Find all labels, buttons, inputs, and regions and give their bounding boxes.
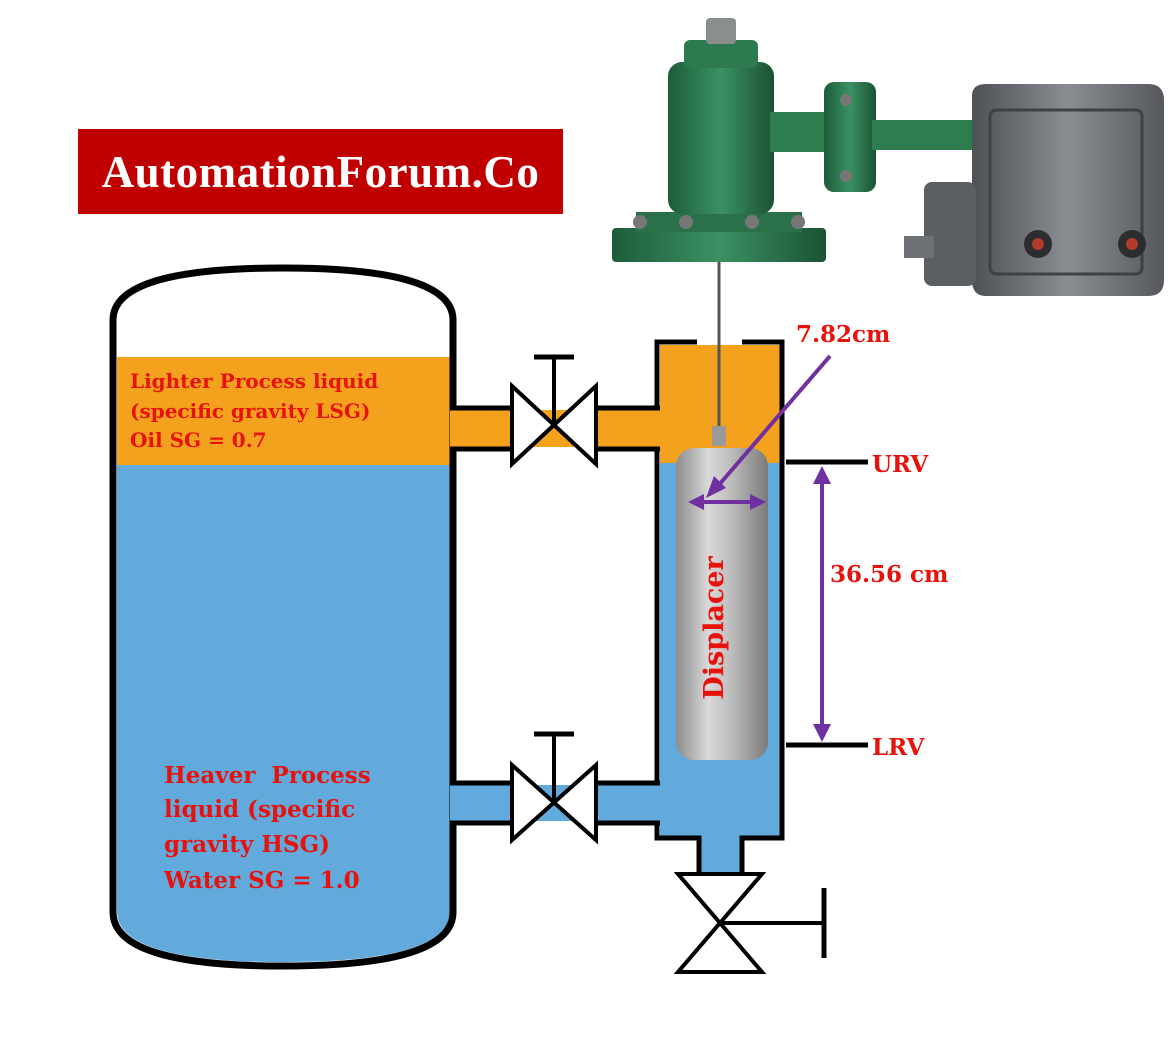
upper-valve-icon[interactable] [510,354,598,469]
vessel-outline [109,264,457,970]
heavier-liquid-line1: Heaver Process [164,762,371,789]
brand-logo: AutomationForum.Co [78,129,563,214]
lighter-liquid-line1: Lighter Process liquid [130,369,378,393]
heavier-liquid-line4: Water SG = 1.0 [163,867,360,894]
transmitter-icon [612,18,1164,432]
water-layer [117,465,450,962]
diameter-label: 7.82cm [796,321,890,348]
vessel [109,264,457,970]
lighter-liquid-line2: (specific gravity LSG) [130,399,370,423]
oil-layer [117,357,450,465]
lighter-liquid-line3: Oil SG = 0.7 [130,428,267,452]
heavier-liquid-line2: liquid (specific [164,796,355,823]
lower-valve-icon[interactable] [510,731,598,845]
range-markers: URV LRV 36.56 cm [786,451,948,761]
drain-valve-icon[interactable] [673,872,827,974]
urv-label: URV [872,451,929,478]
heavier-liquid-line3: gravity HSG) [164,831,330,858]
span-label: 36.56 cm [830,561,948,588]
lrv-label: LRV [872,734,925,761]
brand-logo-text: AutomationForum.Co [101,146,540,197]
diameter-dimension: 7.82cm [688,321,890,510]
displacer-label: Displacer [699,556,730,700]
heavier-liquid-label: Heaver Process liquid (specific gravity … [163,762,371,894]
displacer: Displacer [676,426,768,760]
lighter-liquid-label: Lighter Process liquid (specific gravity… [130,369,378,452]
